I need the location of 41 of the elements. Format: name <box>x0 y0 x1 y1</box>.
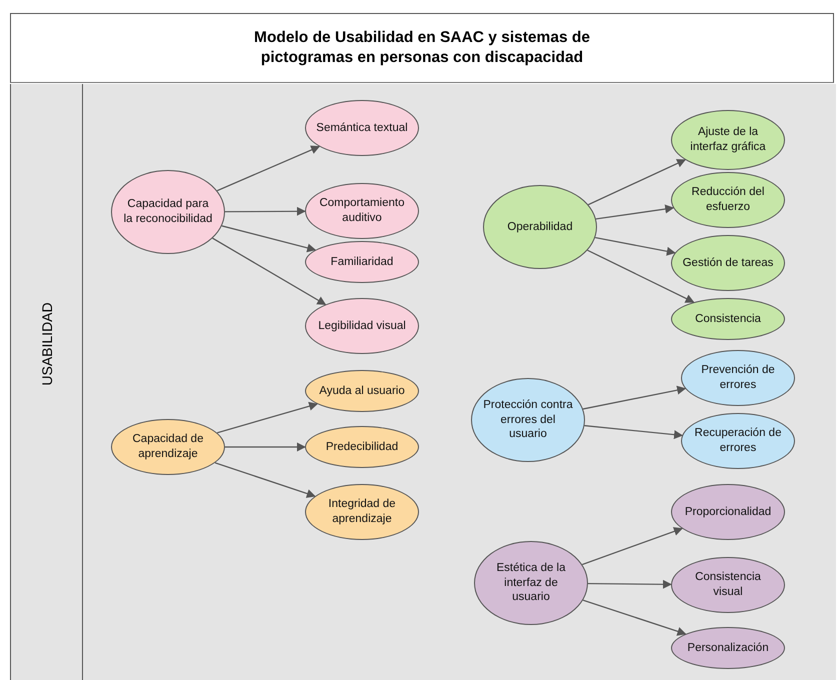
arrow <box>212 238 326 306</box>
node-label: Recuperación de errores <box>694 426 782 456</box>
node-label: Capacidad de aprendizaje <box>132 432 204 462</box>
node-label: Prevención de errores <box>700 363 776 393</box>
node-label: Personalización <box>687 640 769 656</box>
node-label: Estética de la interfaz de usuario <box>495 560 567 606</box>
arrow <box>214 462 316 498</box>
node-label: Comportamiento auditivo <box>318 196 406 226</box>
node-label: Predecibilidad <box>326 440 398 454</box>
node-label: Consistencia visual <box>694 570 762 600</box>
arrow <box>587 250 695 303</box>
node-label: Semántica textual <box>316 120 408 136</box>
diagram-title: Modelo de Usabilidad en SAAC y sistemas de pictogramas en personas con discapacidad <box>253 28 591 68</box>
arrow <box>588 580 672 589</box>
arrow <box>216 146 320 192</box>
arrow <box>225 442 306 452</box>
arrow <box>584 425 684 440</box>
node-label: Gestión de tareas <box>682 256 774 270</box>
arrow <box>225 206 306 216</box>
node-label: Integridad de aprendizaje <box>327 497 397 527</box>
node-label: Familiaridad <box>330 254 394 270</box>
lane-label: USABILIDAD <box>39 302 55 386</box>
arrow <box>216 402 318 434</box>
ellipse-node <box>305 241 419 283</box>
arrow <box>582 527 683 566</box>
node-label: Consistencia <box>695 312 761 326</box>
node-label: Legibilidad visual <box>318 318 406 334</box>
arrow <box>596 204 674 220</box>
node-label: Ayuda al usuario <box>319 384 405 398</box>
arrow <box>595 236 676 256</box>
arrow <box>588 159 686 206</box>
node-label: Protección contra errores del usuario <box>482 398 574 442</box>
arrow <box>582 386 686 410</box>
arrow <box>582 600 686 636</box>
swimlane <box>10 84 836 680</box>
node-label: Proporcionalidad <box>684 504 772 520</box>
node-label: Ajuste de la interfaz gráfica <box>689 125 767 155</box>
node-label: Capacidad para la reconocibilidad <box>122 197 214 227</box>
node-label: Reducción del esfuerzo <box>690 185 766 215</box>
node-label: Operabilidad <box>507 220 573 234</box>
arrow <box>222 225 316 252</box>
